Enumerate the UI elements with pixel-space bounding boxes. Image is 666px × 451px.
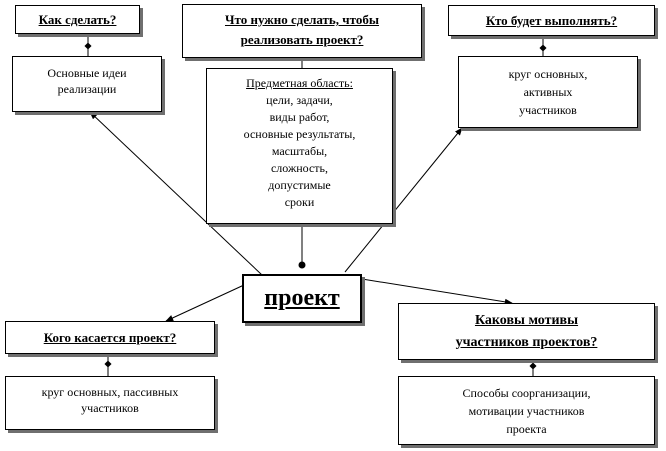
project-center-box: проект bbox=[242, 274, 362, 323]
who-answer-line-2: активных bbox=[523, 85, 573, 99]
what-answer-box: Предметная область: цели, задачи, виды р… bbox=[206, 68, 393, 224]
what-question-line-1: Что нужно сделать, чтобы bbox=[224, 12, 380, 27]
concerns-answer-line-1: круг основных, пассивных bbox=[41, 385, 179, 399]
what-answer-line-5: сложность, bbox=[270, 161, 329, 175]
concerns-link-diamond bbox=[104, 360, 112, 368]
what-question-line-2: реализовать проект? bbox=[240, 32, 364, 47]
how-question: Как сделать? bbox=[38, 12, 117, 27]
how-question-box: Как сделать? bbox=[15, 5, 140, 34]
who-answer-box: круг основных, активных участников bbox=[458, 56, 638, 128]
arrow-to-how bbox=[89, 111, 263, 276]
who-question-box: Кто будет выполнять? bbox=[448, 5, 655, 36]
concerns-question-box: Кого касается проект? bbox=[5, 321, 215, 354]
motives-answer-line-2: мотивации участников bbox=[468, 404, 585, 418]
concerns-question: Кого касается проект? bbox=[43, 330, 177, 345]
what-answer-line-3: основные результаты, bbox=[243, 127, 356, 141]
center-what-dot-bottom bbox=[298, 261, 306, 269]
motives-answer-line-1: Способы соорганизации, bbox=[462, 386, 591, 400]
arrow-to-concerns bbox=[165, 284, 245, 322]
motives-question-line-1: Каковы мотивы bbox=[474, 313, 579, 328]
concerns-answer-box: круг основных, пассивных участников bbox=[5, 376, 215, 430]
what-answer-line-2: виды работ, bbox=[269, 110, 330, 124]
motives-question-box: Каковы мотивы участников проектов? bbox=[398, 303, 655, 360]
how-answer-line-1: Основные идеи bbox=[47, 66, 127, 80]
motives-answer-line-3: проекта bbox=[506, 422, 547, 436]
who-question: Кто будет выполнять? bbox=[485, 13, 618, 28]
project-center-label: проект bbox=[264, 285, 340, 311]
what-answer-line-1: цели, задачи, bbox=[266, 93, 333, 107]
who-answer-line-1: круг основных, bbox=[508, 67, 588, 81]
what-answer-line-7: сроки bbox=[284, 195, 315, 209]
what-question-box: Что нужно сделать, чтобы реализовать про… bbox=[182, 4, 422, 58]
motives-link-diamond bbox=[529, 362, 537, 370]
arrow-to-who bbox=[344, 127, 463, 273]
what-answer-title: Предметная область: bbox=[246, 76, 353, 90]
arrow-to-motives bbox=[361, 278, 513, 306]
how-answer-box: Основные идеи реализации bbox=[12, 56, 162, 112]
who-link-diamond-bottom bbox=[539, 44, 547, 52]
what-answer-line-6: допустимые bbox=[268, 178, 331, 192]
how-link-diamond-bottom bbox=[84, 42, 92, 50]
what-answer-line-4: масштабы, bbox=[271, 144, 328, 158]
concerns-answer-line-2: участников bbox=[81, 401, 139, 415]
who-answer-line-3: участников bbox=[519, 103, 577, 117]
motives-answer-box: Способы соорганизации, мотивации участни… bbox=[398, 376, 655, 445]
motives-question-line-2: участников проектов? bbox=[455, 335, 598, 350]
how-answer-line-2: реализации bbox=[57, 82, 117, 96]
